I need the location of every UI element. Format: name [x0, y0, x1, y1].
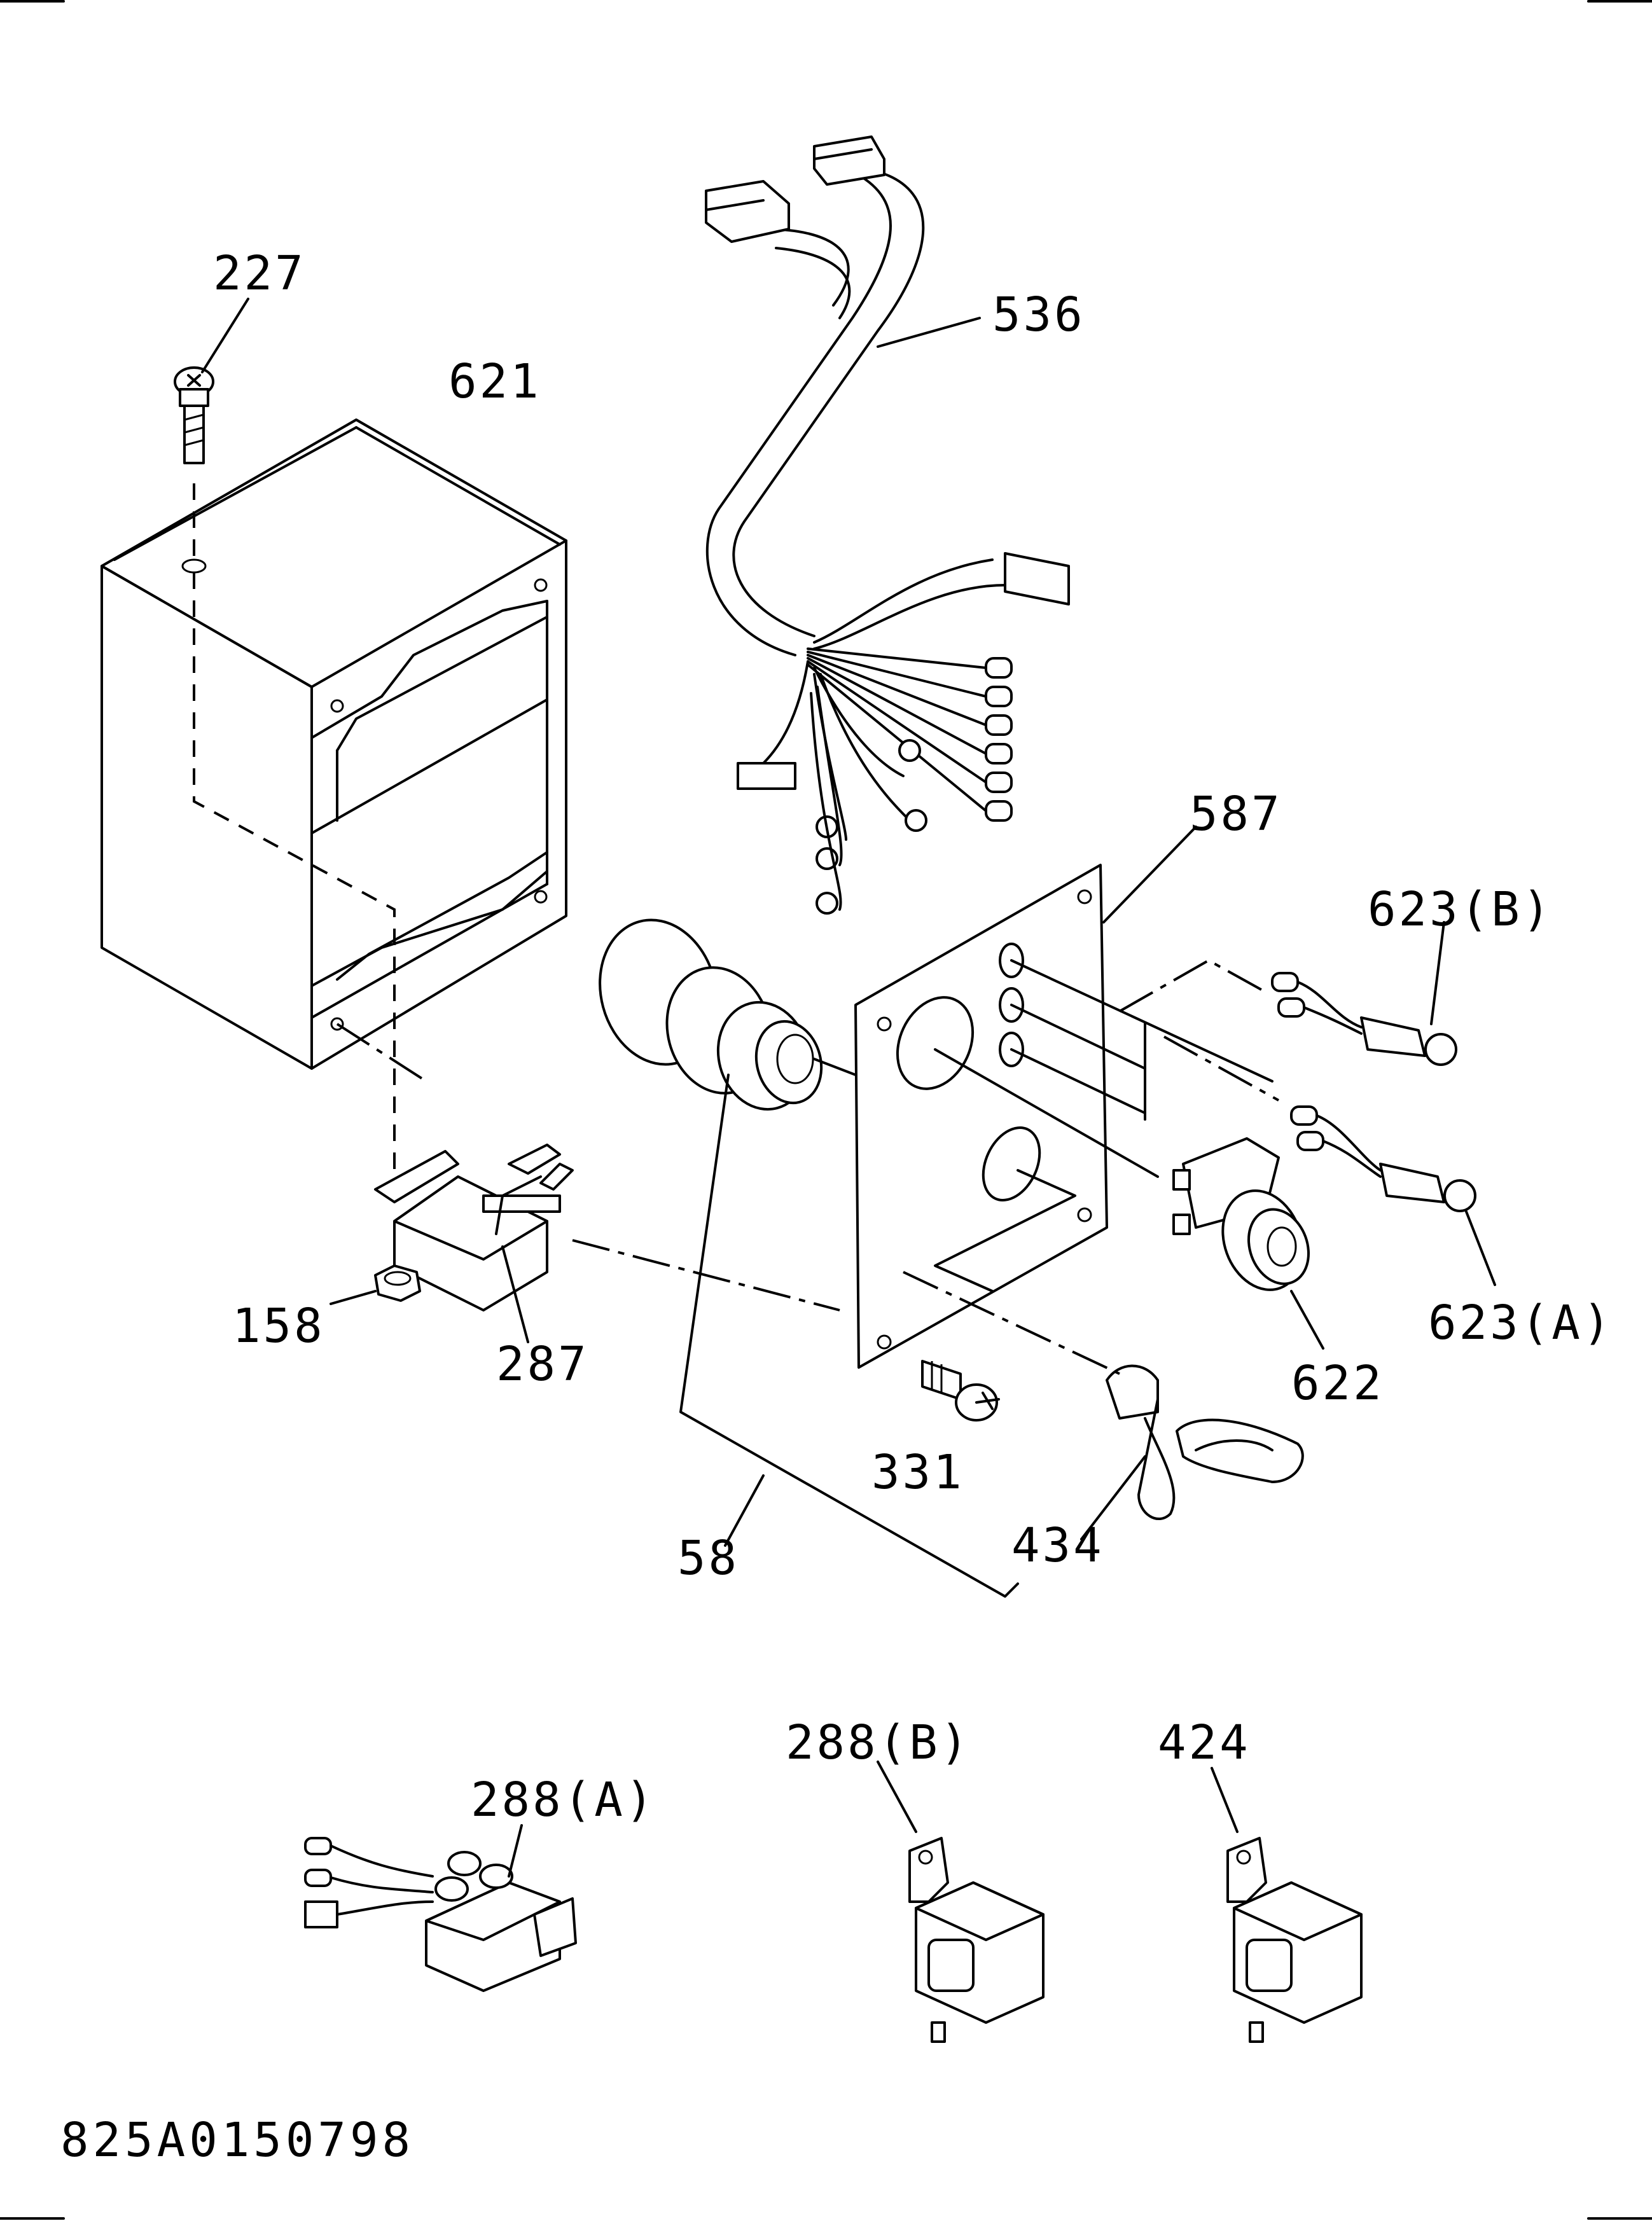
nut-158: [330, 1264, 421, 1305]
key-434: [1080, 1364, 1304, 1540]
panel-587: [854, 826, 1197, 1369]
relay-288b: [877, 1761, 1045, 2043]
label-536: 536: [992, 287, 1085, 342]
label-158: 158: [232, 1299, 325, 1353]
relay-287: [374, 1144, 574, 1343]
box-housing-621: [101, 419, 567, 1070]
label-434: 434: [1011, 1518, 1104, 1573]
screw-331: [921, 1360, 1000, 1422]
connector-623b: [1271, 921, 1457, 1066]
part-labels: 227 621 536 587 623(B) 623(A) 158 287 62…: [213, 246, 1613, 1827]
label-287: 287: [496, 1337, 589, 1392]
drawing-code: 825A0150798: [60, 2113, 414, 2168]
label-331: 331: [871, 1445, 964, 1500]
label-587: 587: [1190, 787, 1282, 841]
wire-harness-536: [705, 135, 1070, 915]
label-622: 622: [1291, 1356, 1384, 1411]
label-288a: 288(A): [471, 1773, 656, 1827]
connector-623a: [1290, 1105, 1496, 1286]
label-621: 621: [448, 354, 541, 409]
relay-288a: [304, 1824, 577, 1992]
label-288b: 288(B): [786, 1715, 971, 1770]
relay-424: [1211, 1767, 1363, 2043]
indicator-622: [1172, 1137, 1324, 1350]
label-623b: 623(B): [1368, 882, 1553, 937]
label-424: 424: [1158, 1715, 1251, 1770]
gauge-58: [599, 918, 1019, 1598]
label-227: 227: [213, 246, 306, 301]
label-58: 58: [677, 1531, 739, 1586]
screw-227: [174, 298, 249, 464]
label-623a: 623(A): [1428, 1296, 1613, 1350]
